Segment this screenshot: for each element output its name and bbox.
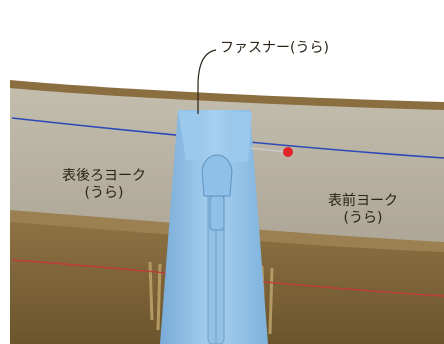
zipper-label: ファスナー(うら) [220,40,329,57]
front-yoke-label: 表前ヨーク (うら) [328,193,398,227]
zipper-top-left [178,110,204,160]
front-yoke-label-line2: (うら) [343,210,383,226]
zipper-pull [209,195,225,231]
zipper-label-text: ファスナー(うら) [220,40,329,56]
back-yoke-label: 表後ろヨーク (うら) [62,168,146,202]
fray-edge [148,261,274,335]
zipper-top-right [230,112,252,162]
zipper-slider [201,154,233,197]
seam-allowance [10,80,444,110]
pin-shaft [249,147,287,153]
pin-icon [283,147,293,157]
back-yoke-label-line2: (うら) [84,185,124,201]
back-yoke-label-line1: 表後ろヨーク [62,168,146,184]
front-yoke-label-line1: 表前ヨーク [328,193,398,209]
leader-line [197,49,217,114]
